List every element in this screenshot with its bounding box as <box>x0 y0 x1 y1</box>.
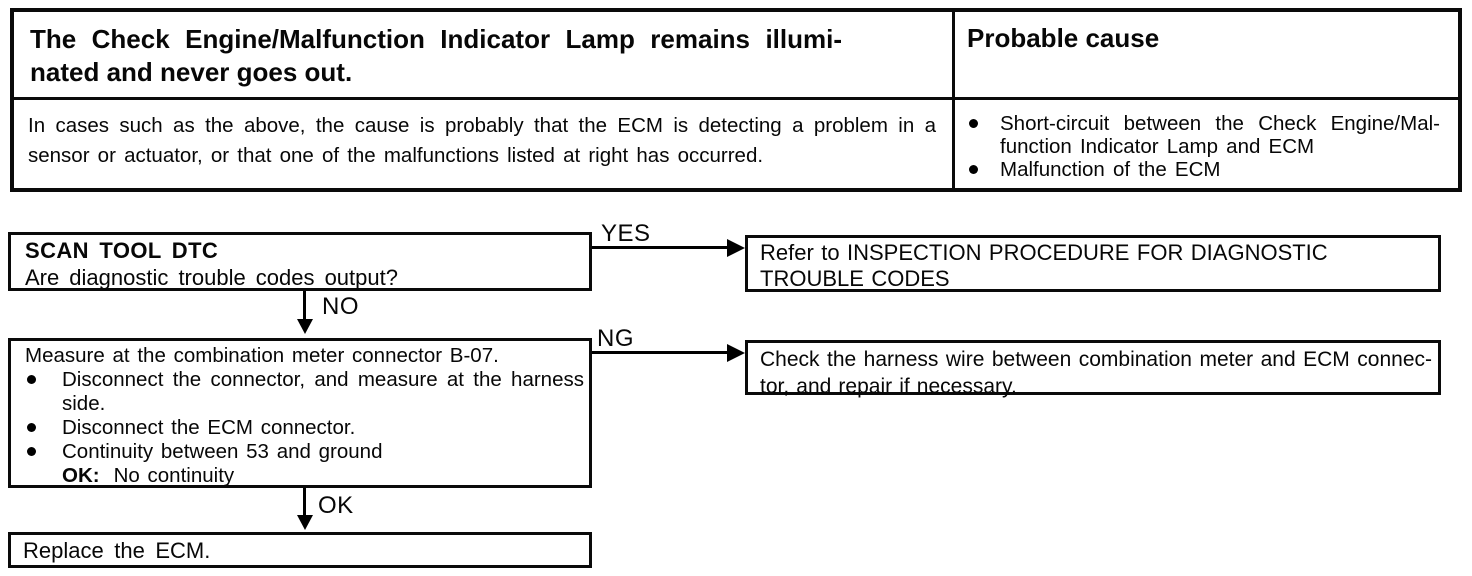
yes-result-line2: TROUBLE CODES <box>760 266 950 291</box>
bullet-icon <box>27 423 36 432</box>
symptom-title: The Check Engine/Malfunction Indicator L… <box>30 23 952 89</box>
cause-item: Malfunction of the ECM <box>967 158 1450 181</box>
ng-result-box: Check the harness wire between combinati… <box>745 340 1441 398</box>
final-text: Replace the ECM. <box>23 538 211 563</box>
yes-arrowhead-icon <box>727 239 745 257</box>
yes-label: YES <box>601 220 651 247</box>
ok-spec-value: No continuity <box>113 464 235 487</box>
step2-bullet1-line1: Disconnect the connector, and measure at… <box>62 368 584 391</box>
bullet-icon <box>969 119 978 128</box>
no-label: NO <box>322 293 359 320</box>
ng-result-line2: tor, and repair if necessary. <box>760 375 1017 398</box>
symptom-comment: In cases such as the above, the cause is… <box>28 111 952 171</box>
ng-label: NG <box>597 325 634 352</box>
final-box: Replace the ECM. <box>8 532 592 568</box>
step1-question: Are diagnostic trouble codes output? <box>25 265 398 290</box>
probable-cause-header-cell: Probable cause <box>955 12 1458 100</box>
step2-bullet: Disconnect the ECM connector. <box>25 416 589 440</box>
cause2-line1: Malfunction of the ECM <box>1000 158 1221 181</box>
ng-arrow-line <box>592 351 728 354</box>
probable-cause-list: Short-circuit between the Check Engine/M… <box>967 112 1450 181</box>
ng-arrowhead-icon <box>727 344 745 362</box>
step2-box: Measure at the combination meter connect… <box>8 338 592 488</box>
symptom-title-line1: The Check Engine/Malfunction Indicator L… <box>30 24 842 54</box>
bullet-icon <box>969 165 978 174</box>
step2-bullet-text: Disconnect the connector, and measure at… <box>62 368 584 416</box>
cause1-line2: function Indicator Lamp and ECM <box>1000 135 1315 158</box>
cause-item: Short-circuit between the Check Engine/M… <box>967 112 1450 158</box>
yes-result-line1: Refer to INSPECTION PROCEDURE FOR DIAGNO… <box>760 240 1328 265</box>
symptom-title-cell: The Check Engine/Malfunction Indicator L… <box>14 12 955 100</box>
step2-bullet1-line2: side. <box>62 392 106 415</box>
step2-bullet3-text: Continuity between 53 and ground <box>62 440 383 463</box>
step2-title: Measure at the combination meter connect… <box>25 344 499 367</box>
no-arrow-line <box>303 291 306 321</box>
symptom-table: The Check Engine/Malfunction Indicator L… <box>10 8 1462 192</box>
step1-title: SCAN TOOL DTC <box>25 238 219 263</box>
symptom-title-line2: nated and never goes out. <box>30 57 353 87</box>
cause1-line1: Short-circuit between the Check Engine/M… <box>1000 112 1440 135</box>
symptom-comment-cell: In cases such as the above, the cause is… <box>14 100 955 188</box>
step2-bullet2-text: Disconnect the ECM connector. <box>62 416 356 439</box>
probable-cause-list-cell: Short-circuit between the Check Engine/M… <box>955 100 1458 188</box>
step2-bullet: Disconnect the connector, and measure at… <box>25 368 589 416</box>
yes-arrow-line <box>592 246 728 249</box>
ok-spec-label: OK: <box>62 464 100 487</box>
cause-text: Malfunction of the ECM <box>1000 158 1220 181</box>
bullet-icon <box>27 447 36 456</box>
yes-result-box: Refer to INSPECTION PROCEDURE FOR DIAGNO… <box>745 235 1441 292</box>
symptom-comment-line2: sensor or actuator, or that one of the m… <box>28 144 764 167</box>
bullet-icon <box>27 375 36 384</box>
symptom-comment-line1: In cases such as the above, the cause is… <box>28 114 936 137</box>
probable-cause-header: Probable cause <box>967 23 1160 53</box>
cause-text: Short-circuit between the Check Engine/M… <box>1000 112 1440 158</box>
no-arrowhead-icon <box>297 319 313 334</box>
ng-result-line1: Check the harness wire between combinati… <box>760 348 1432 371</box>
ok-arrow-line <box>303 488 306 517</box>
ok-arrowhead-icon <box>297 515 313 530</box>
step1-box: SCAN TOOL DTC Are diagnostic trouble cod… <box>8 232 592 291</box>
ok-label: OK <box>318 492 354 519</box>
ok-spec: OK: No continuity <box>62 464 589 488</box>
step2-bullet: Continuity between 53 and ground <box>25 440 589 464</box>
